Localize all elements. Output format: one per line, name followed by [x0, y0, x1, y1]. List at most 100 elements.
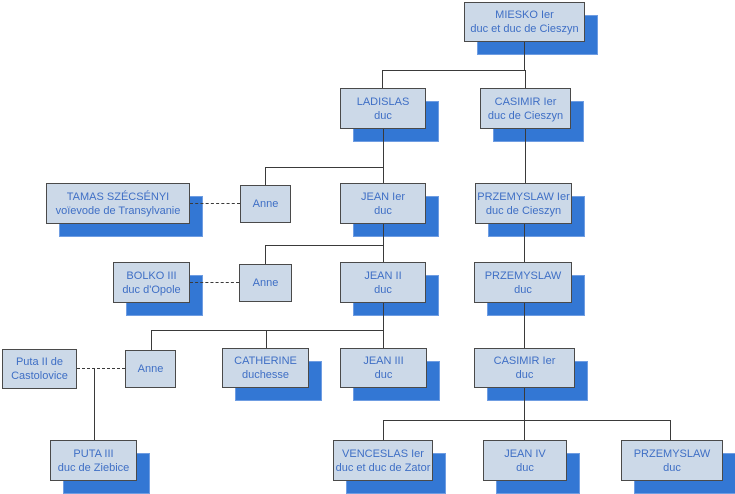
- marriage-connector: [190, 282, 239, 283]
- descent-connector: [94, 368, 95, 440]
- descent-connector: [524, 42, 525, 70]
- descent-connector: [383, 224, 384, 245]
- tree-node-anne-row4[interactable]: Anne: [239, 264, 292, 302]
- node-title: PRZEMYSLAW: [633, 447, 711, 460]
- node-subtitle: duc: [663, 461, 681, 474]
- node-subtitle: voïevode de Transylvanie: [55, 204, 181, 217]
- descent-connector: [670, 420, 671, 440]
- node-box[interactable]: Puta II de Castolovice: [2, 349, 77, 389]
- node-title: BOLKO III: [126, 269, 177, 282]
- marriage-connector: [77, 368, 125, 369]
- node-title: LADISLAS: [356, 95, 410, 108]
- node-title: Puta II de: [15, 356, 64, 368]
- descent-connector: [265, 167, 383, 168]
- descent-connector: [383, 420, 670, 421]
- node-box[interactable]: JEAN III duc: [340, 348, 427, 388]
- node-title: MIESKO Ier: [495, 9, 554, 21]
- node-subtitle: duc: [374, 369, 393, 381]
- descent-connector: [265, 245, 383, 246]
- tree-node-miesko-ier[interactable]: MIESKO Ier duc et duc de Cieszyn: [464, 2, 598, 55]
- node-title: JEAN II: [364, 269, 402, 282]
- node-subtitle: duchesse: [241, 369, 290, 381]
- node-box[interactable]: CATHERINE duchesse: [222, 348, 309, 388]
- node-box[interactable]: CASIMIR Ier duc: [474, 348, 575, 388]
- node-title: TAMAS SZÉCSÉNYI: [66, 190, 170, 203]
- descent-connector: [151, 330, 383, 331]
- descent-connector: [383, 420, 384, 440]
- node-subtitle: duc de Ziebice: [57, 461, 130, 474]
- node-subtitle: duc: [374, 109, 392, 122]
- descent-connector: [383, 303, 384, 330]
- descent-connector: [383, 330, 384, 348]
- tree-node-anne-row3[interactable]: Anne: [240, 185, 291, 223]
- descent-connector: [265, 245, 266, 264]
- node-box[interactable]: MIESKO Ier duc et duc de Cieszyn: [464, 2, 585, 42]
- node-title: CATHERINE: [234, 355, 297, 367]
- descent-connector: [524, 388, 525, 420]
- descent-connector: [383, 129, 384, 167]
- tree-node-catherine[interactable]: CATHERINE duchesse: [222, 348, 322, 401]
- descent-connector: [382, 70, 383, 88]
- node-title: JEAN Ier: [360, 190, 405, 203]
- node-subtitle: duc: [374, 283, 392, 296]
- node-title: PUTA III: [73, 447, 114, 460]
- node-subtitle: duc: [374, 204, 392, 217]
- tree-node-puta-ii[interactable]: Puta II de Castolovice: [2, 349, 77, 389]
- node-subtitle: duc: [514, 283, 532, 296]
- node-title: PRZEMYSLAW: [484, 269, 562, 282]
- node-box[interactable]: Anne: [125, 350, 176, 388]
- node-subtitle: duc et duc de Zator: [335, 461, 431, 474]
- node-subtitle: duc de Cieszyn: [485, 204, 562, 217]
- node-subtitle: duc de Cieszyn: [487, 109, 564, 122]
- node-title: JEAN III: [363, 355, 404, 367]
- node-title: VENCESLAS Ier: [342, 447, 424, 460]
- node-title: CASIMIR Ier: [494, 95, 557, 108]
- tree-node-anne-row5[interactable]: Anne: [125, 350, 176, 388]
- node-subtitle: duc: [516, 461, 534, 474]
- node-title: JEAN IV: [504, 447, 546, 460]
- descent-connector: [383, 245, 384, 262]
- node-subtitle: duc: [515, 369, 534, 381]
- node-box[interactable]: Anne: [239, 264, 292, 302]
- node-title: CASIMIR Ier: [493, 355, 556, 367]
- node-subtitle: duc et duc de Cieszyn: [470, 23, 579, 35]
- node-title: Anne: [137, 363, 164, 375]
- descent-connector: [382, 70, 525, 71]
- node-subtitle: Castolovice: [11, 370, 68, 382]
- tree-node-casimir-ier-duc[interactable]: CASIMIR Ier duc: [474, 348, 588, 401]
- descent-connector: [525, 129, 526, 183]
- descent-connector: [524, 303, 525, 348]
- descent-connector: [525, 70, 526, 88]
- node-subtitle: duc d'Opole: [122, 283, 181, 296]
- descent-connector: [524, 224, 525, 262]
- node-box[interactable]: Anne: [240, 185, 291, 223]
- marriage-connector: [190, 203, 240, 204]
- descent-connector: [151, 330, 152, 350]
- tree-node-jean-iii[interactable]: JEAN III duc: [340, 348, 440, 401]
